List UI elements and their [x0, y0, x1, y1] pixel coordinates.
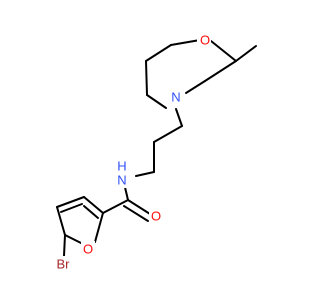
bond-methyl [235, 45, 257, 62]
atom-o1-ring-oxygen: O [197, 32, 211, 48]
bond-ring-c3-c2 [204, 60, 237, 82]
atom-hydrogen-label: H [117, 159, 126, 174]
bond-chain-nh [135, 171, 155, 177]
bond-furan-c3-c4 [56, 196, 85, 208]
bond-n4-chain [175, 108, 183, 127]
atom-bromine: Br [52, 256, 76, 272]
bond-c5-br [63, 234, 66, 257]
molecule-svg: O N N H O O Br [52, 32, 257, 272]
atom-furan-oxygen: O [81, 241, 95, 257]
atom-amide-nh: N H [115, 159, 129, 188]
atom-label: N [117, 173, 126, 188]
atom-label: O [151, 209, 161, 224]
bond-furan-c5-o [64, 234, 82, 244]
bond-carbonyl-o-a [127, 199, 151, 215]
bond-furan-o-c2 [94, 212, 104, 243]
bond-furan-c2-c3 [83, 196, 104, 214]
bond-furan-c2-c3-inner [83, 205, 99, 219]
molecule-diagram: O N N H O O Br [52, 32, 257, 272]
atom-label: N [171, 90, 180, 105]
bond-furan-c3-c4-inner [60, 203, 83, 213]
bond-carbonyl-ring [102, 199, 129, 214]
atom-label: O [83, 242, 93, 257]
bond-ring-c2-o1 [210, 40, 237, 62]
bond-furan-c4-c5 [56, 206, 66, 236]
atom-label: O [200, 33, 210, 48]
bond-ring-c6-c5 [145, 60, 148, 96]
bond-ring-n4-c3 [185, 80, 206, 94]
atom-n4-ring-nitrogen: N [169, 89, 183, 105]
bond-chain-1 [153, 125, 183, 143]
atom-label: Br [57, 257, 71, 272]
bond-ring-o1-c7 [170, 39, 201, 46]
bond-carbonyl-o-b [123, 205, 149, 222]
bond-ring-c7-c6 [145, 44, 172, 62]
atom-carbonyl-oxygen: O [149, 208, 163, 224]
bond-ring-c5-n4 [146, 94, 167, 109]
